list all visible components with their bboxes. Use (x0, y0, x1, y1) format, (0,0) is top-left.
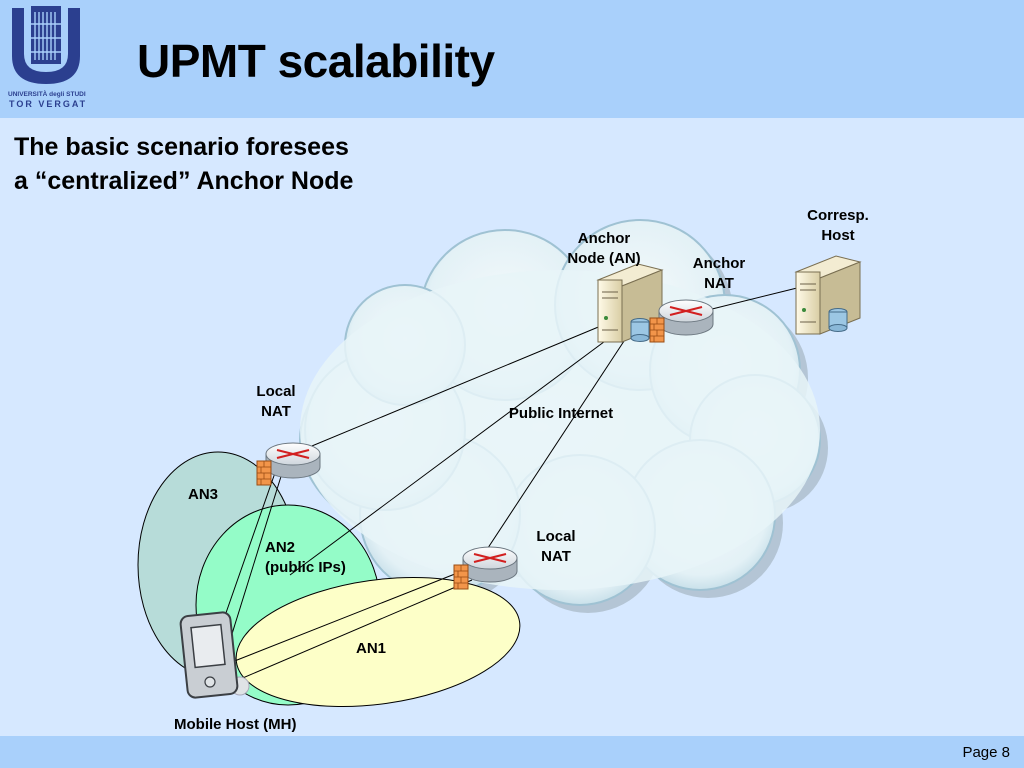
an2-line2: (public IPs) (265, 559, 346, 576)
local-nat-top-line2: NAT (261, 403, 291, 420)
local-nat-bottom-line2: NAT (541, 548, 571, 565)
an1-area (235, 576, 521, 708)
local-nat-top-label: Local NAT (244, 382, 308, 422)
public-internet-label: Public Internet (508, 405, 614, 422)
anchor-nat-line2: NAT (704, 275, 734, 292)
university-logo: UNIVERSITÀ degli STUDI di ROMA TOR VERGA… (8, 6, 86, 109)
an1-label: AN1 (356, 640, 387, 657)
corresp-host-line2: Host (821, 227, 855, 244)
mobile-host-device (179, 611, 250, 699)
slide-title: UPMT scalability (137, 35, 495, 87)
logo-line2: TOR VERGATA (9, 99, 86, 109)
logo-line1: UNIVERSITÀ degli STUDI di ROMA (8, 89, 86, 98)
local-nat-bottom-label: Local NAT (524, 527, 588, 567)
subtitle-line1: The basic scenario foresees (14, 133, 349, 161)
local-nat-bottom-line1: Local (536, 528, 576, 545)
anchor-node-label: Anchor Node (AN) (556, 229, 652, 269)
corresp-host-line1: Corresp. (807, 207, 869, 224)
an3-label: AN3 (188, 486, 219, 503)
anchor-nat-label: Anchor NAT (682, 254, 756, 294)
mobile-host-label: Mobile Host (MH) (174, 716, 297, 733)
local-nat-top-router (256, 442, 321, 486)
anchor-nat-line1: Anchor (692, 255, 746, 272)
cloud-fill (300, 270, 820, 590)
local-nat-bottom-router (453, 546, 518, 590)
an2-line1: AN2 (265, 539, 296, 556)
connection-lines (219, 287, 798, 681)
local-nat-top-line1: Local (256, 383, 296, 400)
anchor-node-line2: Node (AN) (567, 250, 641, 267)
page-number: Page 8 (962, 744, 1010, 761)
header-bar (0, 0, 1024, 118)
corresp-host-server (794, 255, 862, 335)
slide-subtitle: The basic scenario foresees a “centraliz… (14, 130, 353, 198)
anchor-nat-router (649, 299, 714, 343)
subtitle-line2: a “centralized” Anchor Node (14, 167, 354, 195)
an2-label: AN2 (public IPs) (265, 538, 346, 578)
footer-bar (0, 736, 1024, 768)
corresp-host-label: Corresp. Host (796, 206, 880, 246)
anchor-node-line1: Anchor (577, 230, 631, 247)
